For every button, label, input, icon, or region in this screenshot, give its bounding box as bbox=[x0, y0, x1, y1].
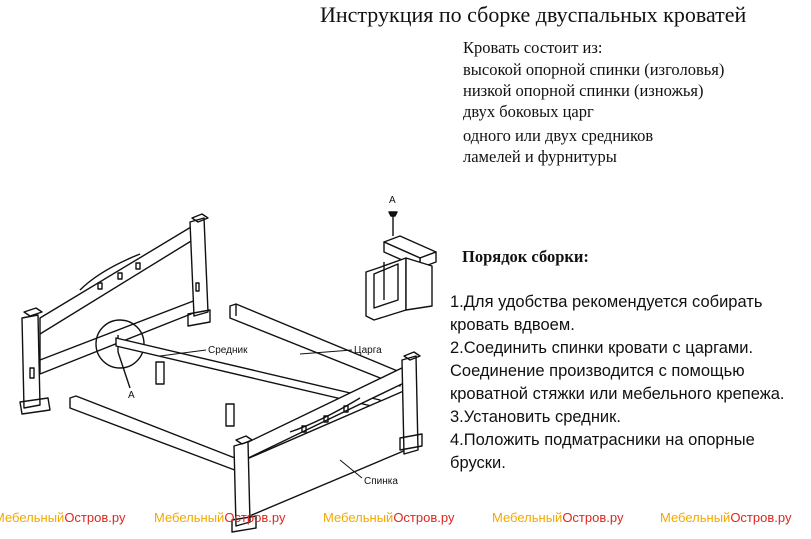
watermark-part2: Остров.ру bbox=[730, 510, 792, 525]
headboard-drawing bbox=[19, 213, 211, 415]
watermark-part2: Остров.ру bbox=[562, 510, 624, 525]
label-spinka: Спинка bbox=[364, 476, 398, 487]
watermark-part1: Мебельный bbox=[154, 510, 225, 525]
watermark-part2: Остров.ру bbox=[393, 510, 455, 525]
assembly-order-heading: Порядок сборки: bbox=[462, 247, 589, 266]
watermark: МебельныйОстров.ру bbox=[492, 510, 623, 525]
assembly-step: 2.Соединить спинки кровати с царгами. bbox=[450, 339, 754, 357]
assembly-step: Соединение производится с помощью bbox=[450, 362, 745, 380]
watermark-part2: Остров.ру bbox=[64, 510, 126, 525]
watermark-part1: Мебельный bbox=[660, 510, 731, 525]
footboard-drawing bbox=[231, 351, 423, 533]
watermark: МебельныйОстров.ру bbox=[660, 510, 791, 525]
composition-item: низкой опорной спинки (изножья) bbox=[463, 81, 704, 100]
assembly-step: кроватной стяжки или мебельного крепежа. bbox=[450, 385, 785, 403]
composition-item: ламелей и фурнитуры bbox=[463, 147, 617, 166]
connector-detail-drawing bbox=[365, 211, 437, 321]
label-a-detail: А bbox=[389, 195, 396, 206]
watermark-part1: Мебельный bbox=[492, 510, 563, 525]
label-srednik: Средник bbox=[208, 345, 248, 356]
watermark: МебельныйОстров.ру bbox=[154, 510, 285, 525]
watermark-part1: Мебельный bbox=[0, 510, 65, 525]
label-a-main: А bbox=[128, 390, 135, 401]
side-rail-left-drawing bbox=[69, 395, 241, 473]
watermark-part1: Мебельный bbox=[323, 510, 394, 525]
assembly-step: 4.Положить подматрасники на опорные bbox=[450, 431, 755, 449]
assembly-step: кровать вдвоем. bbox=[450, 316, 575, 334]
composition-item: высокой опорной спинки (изголовья) bbox=[463, 60, 725, 79]
assembly-step: 3.Установить средник. bbox=[450, 408, 621, 426]
assembly-step: бруски. bbox=[450, 454, 506, 472]
composition-item: двух боковых царг bbox=[463, 102, 594, 121]
assembly-step: 1.Для удобства рекомендуется собирать bbox=[450, 293, 763, 311]
composition-heading: Кровать состоит из: bbox=[463, 38, 603, 57]
label-tsarga: Царга bbox=[354, 345, 382, 356]
watermark: МебельныйОстров.ру bbox=[323, 510, 454, 525]
watermark-part2: Остров.ру bbox=[224, 510, 286, 525]
composition-item: одного или двух средников bbox=[463, 126, 654, 145]
watermark: МебельныйОстров.ру bbox=[0, 510, 125, 525]
page-title: Инструкция по сборке двуспальных кровате… bbox=[320, 2, 747, 27]
